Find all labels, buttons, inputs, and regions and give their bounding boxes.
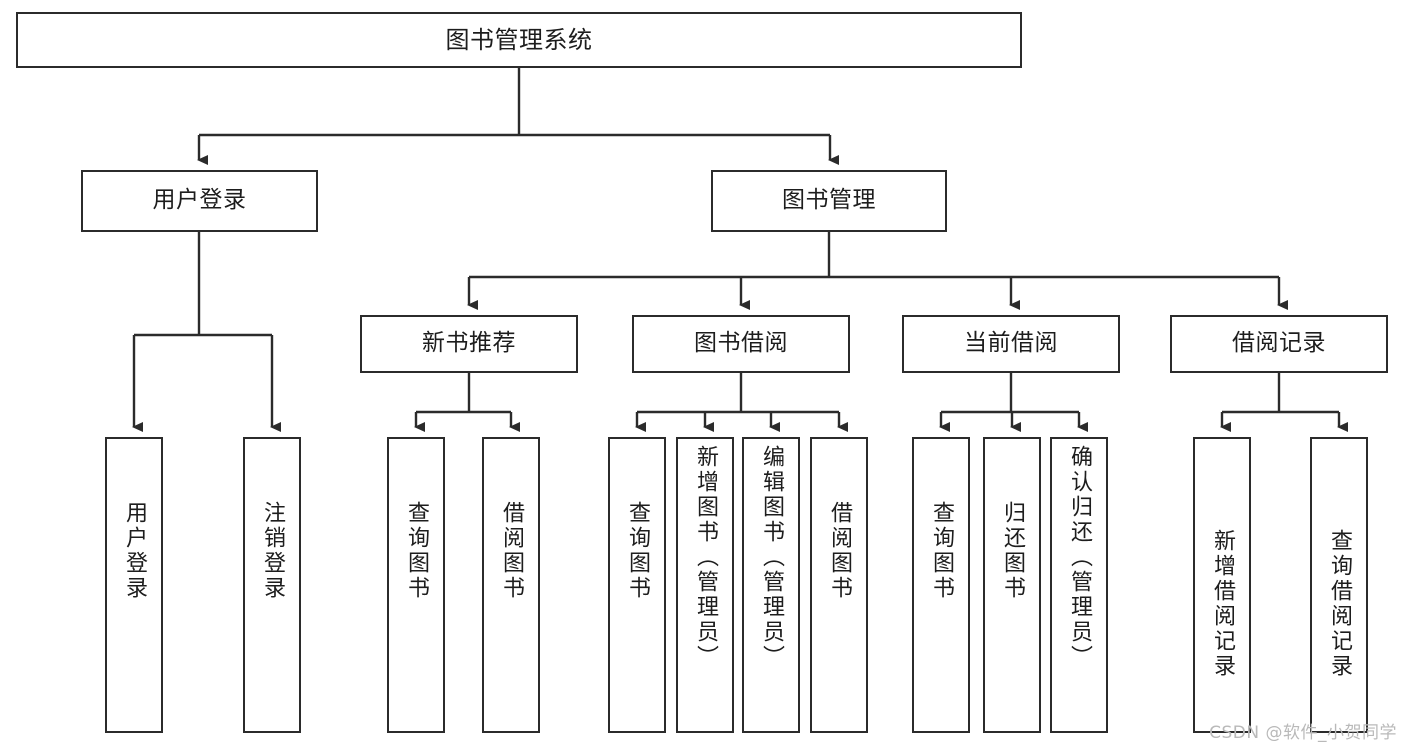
watermark: CSDN @软件_小贺同学 bbox=[1209, 723, 1397, 743]
node-label: 查询图书 bbox=[625, 501, 650, 601]
node-label: 新增借阅记录 bbox=[1210, 529, 1235, 679]
node-label: 查询图书 bbox=[404, 501, 429, 601]
node-label: 当前借阅 bbox=[964, 330, 1058, 357]
node-leaf-add-book[interactable]: 新增图书（管理员） bbox=[676, 437, 734, 733]
node-leaf-query-borrow-record[interactable]: 查询借阅记录 bbox=[1310, 437, 1368, 733]
node-label: 用户登录 bbox=[122, 501, 147, 601]
node-label: 图书管理 bbox=[782, 187, 876, 214]
node-leaf-borrow-book[interactable]: 借阅图书 bbox=[810, 437, 868, 733]
node-label: 注销登录 bbox=[260, 501, 285, 601]
node-label: 编辑图书（管理员） bbox=[759, 445, 784, 670]
node-label: 归还图书 bbox=[1000, 501, 1025, 601]
node-book-management[interactable]: 图书管理 bbox=[711, 170, 947, 232]
node-user-login[interactable]: 用户登录 bbox=[81, 170, 318, 232]
node-label: 借阅图书 bbox=[827, 501, 852, 601]
node-label: 图书管理系统 bbox=[445, 25, 593, 54]
node-leaf-user-logout[interactable]: 注销登录 bbox=[243, 437, 301, 733]
node-label: 确认归还（管理员） bbox=[1067, 445, 1092, 670]
node-label: 借阅记录 bbox=[1232, 330, 1326, 357]
node-label: 新书推荐 bbox=[422, 330, 516, 357]
node-label: 用户登录 bbox=[152, 187, 247, 214]
node-leaf-rec-query-book[interactable]: 查询图书 bbox=[387, 437, 445, 733]
node-label: 查询借阅记录 bbox=[1327, 529, 1352, 679]
node-label: 新增图书（管理员） bbox=[693, 445, 718, 670]
node-leaf-add-borrow-record[interactable]: 新增借阅记录 bbox=[1193, 437, 1251, 733]
node-leaf-rec-borrow-book[interactable]: 借阅图书 bbox=[482, 437, 540, 733]
node-leaf-cur-query-book[interactable]: 查询图书 bbox=[912, 437, 970, 733]
node-borrow-record[interactable]: 借阅记录 bbox=[1170, 315, 1388, 373]
node-leaf-edit-book[interactable]: 编辑图书（管理员） bbox=[742, 437, 800, 733]
node-leaf-borrow-query-book[interactable]: 查询图书 bbox=[608, 437, 666, 733]
node-label: 查询图书 bbox=[929, 501, 954, 601]
node-leaf-user-login[interactable]: 用户登录 bbox=[105, 437, 163, 733]
node-book-borrow[interactable]: 图书借阅 bbox=[632, 315, 850, 373]
node-label: 借阅图书 bbox=[499, 501, 524, 601]
node-label: 图书借阅 bbox=[694, 330, 788, 357]
node-root-system[interactable]: 图书管理系统 bbox=[16, 12, 1022, 68]
node-current-borrow[interactable]: 当前借阅 bbox=[902, 315, 1120, 373]
node-leaf-confirm-return[interactable]: 确认归还（管理员） bbox=[1050, 437, 1108, 733]
node-new-book-recommend[interactable]: 新书推荐 bbox=[360, 315, 578, 373]
node-leaf-return-book[interactable]: 归还图书 bbox=[983, 437, 1041, 733]
